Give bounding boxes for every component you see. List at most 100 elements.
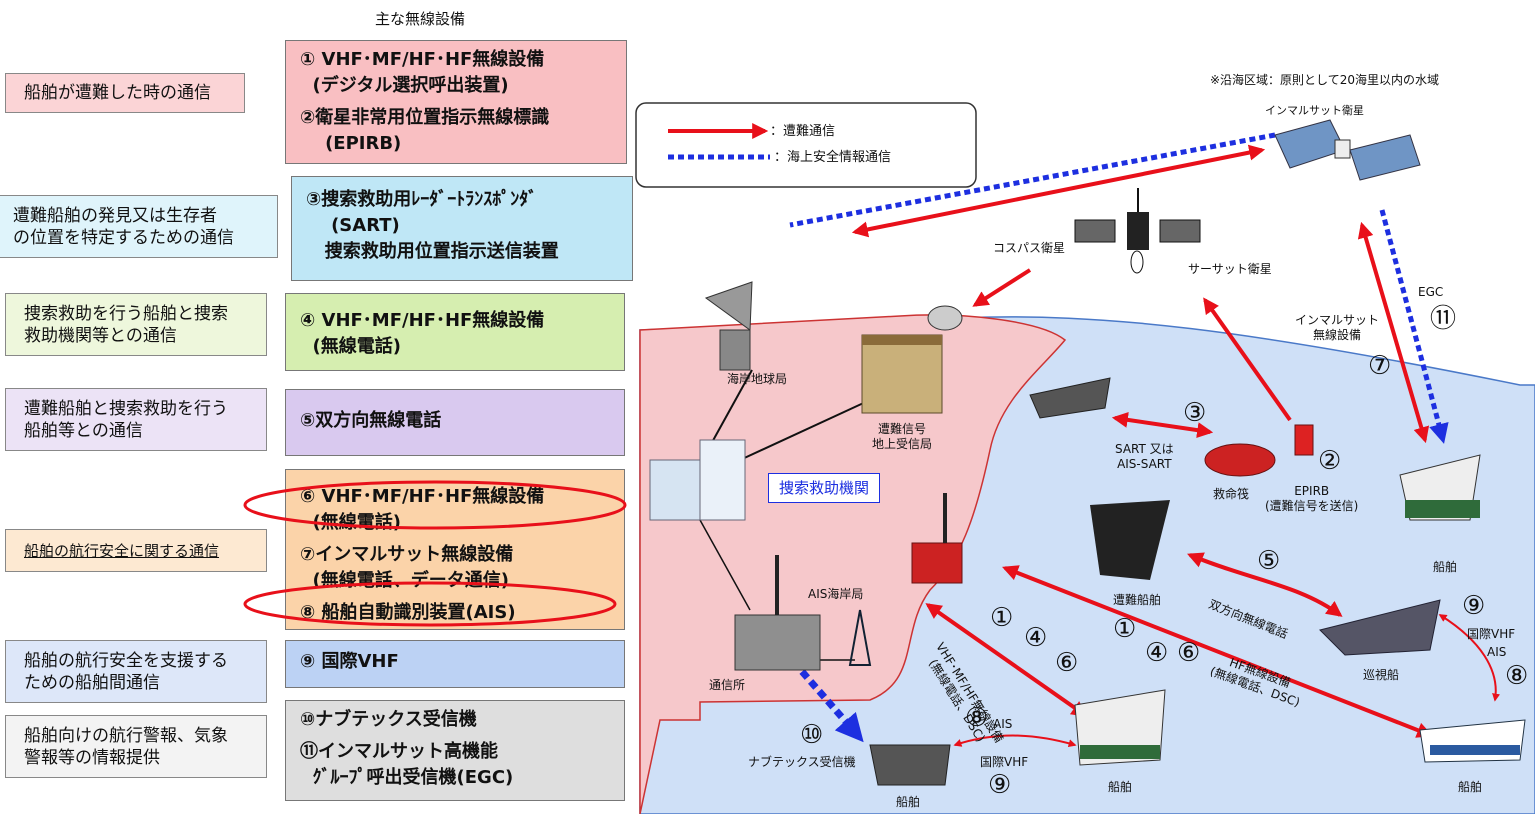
equipment-line: (EPIRB) <box>300 133 402 154</box>
ship-center-label: 船舶 <box>1108 780 1133 794</box>
equipment-line: ⑪インマルサット高機能 <box>300 741 498 762</box>
equipment-navigation: ⑥ VHF･MF/HF･HF無線設備 (無線電話) ⑦インマルサット無線設備 (… <box>285 469 625 630</box>
patrol-label: 巡視船 <box>1363 668 1400 682</box>
sart-label: SART 又は AIS-SART <box>1115 442 1174 471</box>
ais-link-left <box>953 734 1077 748</box>
marker-6-left: ⑥ <box>1055 648 1079 678</box>
equipment-line: (デジタル選択呼出装置) <box>300 75 509 96</box>
equipment-intl-vhf: ⑨ 国際VHF <box>285 640 625 688</box>
area-note: ※沿海区域：原則として20海里以内の水域 <box>1210 73 1439 87</box>
category-label: 遭難船舶の発見又は生存者 の位置を特定するための通信 <box>13 205 234 248</box>
distress-inmarsat-ship <box>1357 221 1430 444</box>
rescue-center-building-icon <box>649 439 746 521</box>
equipment-on-scene: ⑤双方向無線電話 <box>285 389 625 456</box>
distress-cospas-to-ground <box>972 268 1032 307</box>
ground-rx-label: 遭難信号 地上受信局 <box>872 422 933 451</box>
hf-link <box>1002 565 1433 738</box>
legend-box <box>635 102 977 188</box>
category-label: 遭難船舶と捜索救助を行う 船舶等との通信 <box>24 398 228 441</box>
equipment-line: ⑨ 国際VHF <box>300 651 399 672</box>
equipment-line: ③捜索救助用ﾚｰﾀﾞｰﾄﾗﾝｽﾎﾟﾝﾀﾞ <box>306 189 538 210</box>
equipment-line: ｸﾞﾙｰﾌﾟ呼出受信機(EGC) <box>300 767 514 788</box>
inmarsat-satellite-label: インマルサット衛星 <box>1265 104 1364 117</box>
marker-8-right: ⑧ <box>1505 661 1529 691</box>
sarsat-label: サーサット衛星 <box>1188 262 1272 276</box>
sart-link <box>1111 411 1214 439</box>
highlight-ellipse-6 <box>243 480 627 530</box>
category-navigation-safety: 船舶の航行安全に関する通信 <box>5 529 267 572</box>
heading: 主な無線設備 <box>375 10 466 28</box>
equipment-line: ⑩ナブテックス受信機 <box>300 709 477 730</box>
equipment-msi: ⑩ナブテックス受信機 ⑪インマルサット高機能 ｸﾞﾙｰﾌﾟ呼出受信機(EGC) <box>285 700 625 801</box>
category-msi: 船舶向けの航行警報、気象 警報等の情報提供 <box>5 715 267 778</box>
patrol-ship-icon <box>1319 599 1441 656</box>
equipment-line: ① VHF･MF/HF･HF無線設備 <box>300 49 545 70</box>
distress-ship-label: 遭難船舶 <box>1113 593 1162 607</box>
legend-distress-label: ：遭難通信 <box>770 124 836 139</box>
link-tsushinjo <box>699 519 751 611</box>
ais-right-label: AIS <box>1487 645 1507 659</box>
marker-6-right: ⑥ <box>1177 638 1201 668</box>
category-label: 船舶向けの航行警報、気象 警報等の情報提供 <box>24 725 228 768</box>
coast-earth-label: 海岸地球局 <box>727 372 788 386</box>
equipment-locate: ③捜索救助用ﾚｰﾀﾞｰﾄﾗﾝｽﾎﾟﾝﾀﾞ (SART) 捜索救助用位置指示送信装… <box>291 176 633 281</box>
liferaft-icon <box>1204 443 1276 477</box>
marker-9-bottom: ⑨ <box>988 770 1012 800</box>
radio-tower-building-icon <box>911 493 963 584</box>
marker-9-right: ⑨ <box>1462 591 1486 621</box>
ground-station-icon <box>861 305 963 414</box>
ship-right-label: 船舶 <box>1433 560 1458 574</box>
marker-5: ⑤ <box>1257 546 1281 576</box>
rescue-center-label: 捜索救助機関 <box>768 473 881 503</box>
navtex-rx-label: ナブテックス受信機 <box>748 755 856 769</box>
distress-epirb-to-sat <box>1203 297 1292 422</box>
equipment-line: ④ VHF･MF/HF･HF無線設備 <box>300 310 545 331</box>
category-label: 捜索救助を行う船舶と捜索 救助機関等との通信 <box>24 303 228 346</box>
equipment-line: ②衛星非常用位置指示無線標識 <box>300 107 550 128</box>
cospas-satellite-icon <box>1074 188 1201 274</box>
marker-4-right: ④ <box>1145 638 1169 668</box>
marker-4-left: ④ <box>1024 623 1048 653</box>
marker-3: ③ <box>1183 398 1207 428</box>
equipment-line: ⑧ 船舶自動識別装置(AIS) <box>300 602 516 623</box>
ship-center-icon <box>1074 689 1166 766</box>
distress-link-sat-left <box>851 144 1266 238</box>
marker-7: ⑦ <box>1368 351 1392 381</box>
marker-11: ⑪ <box>1430 304 1457 334</box>
land-area <box>639 314 1067 814</box>
distress-ship-icon <box>1090 500 1170 580</box>
category-sar-coordination: 捜索救助を行う船舶と捜索 救助機関等との通信 <box>5 293 267 356</box>
equipment-line: (無線電話) <box>300 336 401 357</box>
ship-bottom-label: 船舶 <box>896 795 921 809</box>
inmarsat-radio-label: インマルサット 無線設備 <box>1295 313 1380 342</box>
equipment-distress: ① VHF･MF/HF･HF無線設備 (デジタル選択呼出装置) ②衛星非常用位置… <box>285 40 627 164</box>
marker-8-bottom: ⑧ <box>965 703 989 733</box>
intl-vhf-right-label: 国際VHF <box>1467 627 1516 641</box>
liferaft-label: 救命筏 <box>1213 487 1250 501</box>
epirb-label: EPIRB (遭難信号を送信) <box>1265 484 1359 513</box>
category-distress: 船舶が遭難した時の通信 <box>5 73 245 113</box>
marker-1-left: ① <box>990 603 1014 633</box>
tsushinjo-icon <box>734 555 821 671</box>
ship-right-icon <box>1399 454 1481 521</box>
category-label: 船舶が遭難した時の通信 <box>24 83 211 103</box>
category-label: 船舶の航行安全を支援する ための船舶間通信 <box>24 650 228 693</box>
equipment-line: ⑦インマルサット無線設備 <box>300 544 514 565</box>
cargo-ship-icon <box>1029 377 1111 419</box>
ais-tower-icon <box>848 609 872 666</box>
inmarsat-satellite-icon <box>1274 119 1421 181</box>
marker-10: ⑩ <box>800 720 824 750</box>
marker-2: ② <box>1318 446 1342 476</box>
coast-earth-station-icon <box>704 281 753 371</box>
equipment-line: (SART) <box>306 215 400 236</box>
tsushinjo-label: 通信所 <box>709 678 746 692</box>
cospas-label: コスパス衛星 <box>993 241 1066 255</box>
ais-coast-label: AIS海岸局 <box>808 587 864 601</box>
category-locate: 遭難船舶の発見又は生存者 の位置を特定するための通信 <box>0 195 278 258</box>
ais-bottom-label: AIS <box>993 717 1013 731</box>
legend-msi-label: ：海上安全情報通信 <box>774 150 892 165</box>
intl-vhf-bottom-label: 国際VHF <box>980 755 1029 769</box>
ais-link-right <box>1438 614 1500 702</box>
